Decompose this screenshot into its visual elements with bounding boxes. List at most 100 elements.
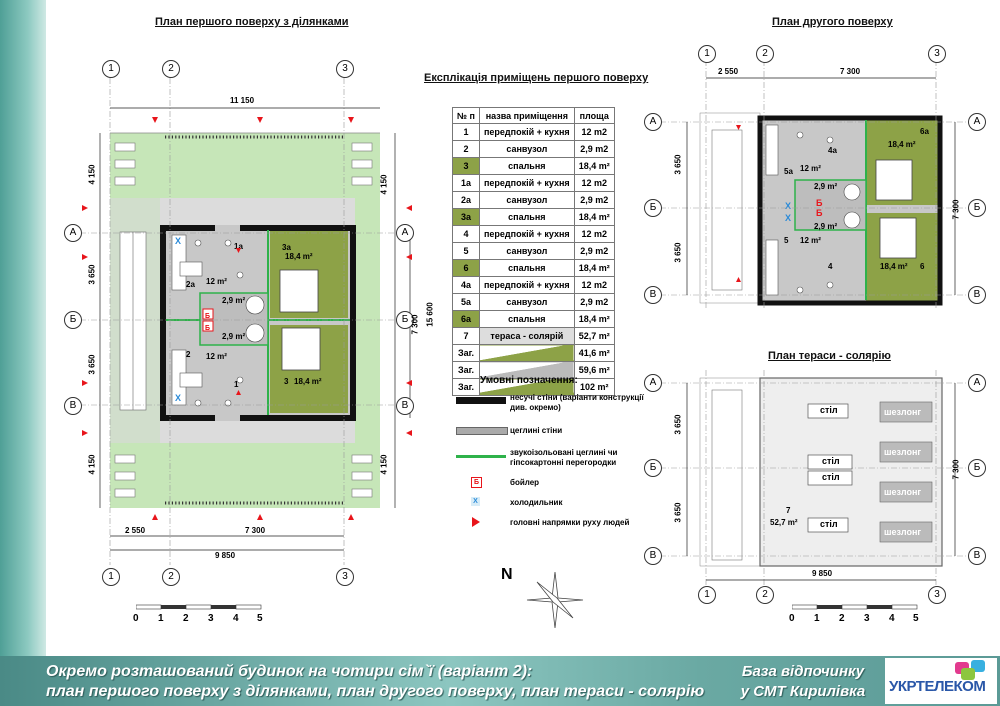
logo-text: УКРТЕЛЕКОМ bbox=[889, 678, 986, 695]
axis-3-bottom: 3 bbox=[336, 568, 354, 586]
p3-table-3: стіл bbox=[822, 472, 840, 482]
scale-bar-plan3 bbox=[792, 604, 918, 610]
p3-lounger-4: шезлонг bbox=[884, 527, 922, 537]
fridge-1: Х bbox=[175, 393, 181, 403]
cell: 102 m² bbox=[573, 378, 615, 396]
paving-top bbox=[160, 198, 355, 228]
p2-axis-B-right: Б bbox=[968, 199, 986, 217]
p2-room-5-area: 2,9 m² bbox=[814, 222, 838, 231]
p3-dim-9850: 9 850 bbox=[812, 569, 833, 578]
footer-place: База відпочинку у СМТ Кирилівка bbox=[728, 662, 878, 702]
p3-axis-2: 2 bbox=[756, 586, 774, 604]
legend-bearing: несучі стіни (варіанти конструкції див. … bbox=[510, 393, 644, 412]
axis-V-left: В bbox=[64, 397, 82, 415]
p2-axis-3: 3 bbox=[928, 45, 946, 63]
p3-axis-1: 1 bbox=[698, 586, 716, 604]
cell bbox=[478, 344, 575, 362]
p2-axis-B-left: Б bbox=[644, 199, 662, 217]
bed-6 bbox=[879, 217, 917, 259]
axis-V-right: В bbox=[396, 397, 414, 415]
legend-fridge-icon: Х bbox=[471, 497, 480, 506]
p3-lounger-1: шезлонг bbox=[884, 407, 922, 417]
legend-direction: головні напрямки руху людей bbox=[510, 518, 630, 527]
north-label: N bbox=[501, 566, 513, 583]
plan2-title: План другого поверху bbox=[772, 16, 893, 28]
p2-room-6a-area: 18,4 m² bbox=[888, 140, 916, 149]
bed-3a bbox=[279, 269, 319, 313]
terrace-tables bbox=[807, 403, 853, 533]
p2-axis-V-right: В bbox=[968, 286, 986, 304]
table-total-row: Заг. 102 m² bbox=[452, 378, 615, 396]
cell: 2,9 m2 bbox=[573, 140, 615, 158]
garden-right bbox=[355, 198, 380, 443]
p3-axis-A-left: А bbox=[644, 374, 662, 392]
p2-room-5: 5 bbox=[784, 236, 789, 245]
axis-3-top: 3 bbox=[336, 60, 354, 78]
legend-swatch-partition bbox=[456, 455, 506, 458]
p3-table-2: стіл bbox=[822, 456, 840, 466]
axis-1-top: 1 bbox=[102, 60, 120, 78]
p3-table-4: стіл bbox=[820, 519, 838, 529]
scale-3: 3 bbox=[864, 613, 870, 624]
p2-axis-1: 1 bbox=[698, 45, 716, 63]
scale-0: 0 bbox=[789, 613, 795, 624]
dim-9850: 9 850 bbox=[215, 551, 236, 560]
plan3-title: План тераси - солярію bbox=[768, 350, 891, 362]
boiler-1a: Б bbox=[205, 313, 210, 320]
bed-3 bbox=[281, 327, 321, 371]
bearing-walls bbox=[160, 225, 356, 421]
scale-bar-plan1 bbox=[136, 604, 262, 610]
axis-B-left: Б bbox=[64, 311, 82, 329]
cell: 3а bbox=[452, 208, 480, 226]
cell: 3 bbox=[452, 157, 480, 175]
p3-axis-V-left: В bbox=[644, 547, 662, 565]
footer-right1: База відпочинку bbox=[741, 663, 865, 680]
legend-boiler: бойлер bbox=[510, 478, 540, 487]
room-2a-area: 2,9 m² bbox=[222, 296, 246, 305]
explication-title: Експлікація приміщень першого поверху bbox=[424, 72, 649, 84]
p3-axis-B-right: Б bbox=[968, 459, 986, 477]
axis-B-right: Б bbox=[396, 311, 414, 329]
legend-arrow-icon bbox=[472, 517, 480, 527]
room-2-area: 2,9 m² bbox=[222, 332, 246, 341]
p3-lounger-2: шезлонг bbox=[884, 447, 922, 457]
room-2a-num: 2а bbox=[186, 280, 195, 289]
legend-boiler-icon: Б bbox=[471, 477, 482, 488]
left-decor-strip bbox=[0, 0, 46, 706]
dim-11150: 11 150 bbox=[230, 96, 255, 105]
kitchen-furniture-1 bbox=[171, 234, 244, 407]
axis-lines-plan1 bbox=[80, 78, 405, 565]
room-1-area: 12 m² bbox=[206, 352, 227, 361]
plan2-stairs bbox=[711, 129, 743, 291]
footer-right2: у СМТ Кирилівка bbox=[740, 683, 866, 700]
p3-lounger-3: шезлонг bbox=[884, 487, 922, 497]
room-3-area: 18,4 m² bbox=[294, 377, 322, 386]
p2-room-5a: 5а bbox=[784, 167, 793, 176]
legend-brick: цеглині стіни bbox=[510, 426, 563, 435]
p2-room-6a: 6а bbox=[920, 127, 929, 136]
p2-room-5a-area: 2,9 m² bbox=[814, 182, 838, 191]
scale-5: 5 bbox=[913, 613, 919, 624]
stairs-left bbox=[119, 231, 147, 411]
p2-axis-A-right: А bbox=[968, 113, 986, 131]
table-total-row: Заг.41,6 m² bbox=[452, 344, 615, 362]
benches bbox=[114, 142, 373, 498]
scale-2: 2 bbox=[183, 613, 189, 624]
cell bbox=[478, 361, 575, 379]
cell: Заг. bbox=[452, 378, 480, 396]
boiler-1: Б bbox=[205, 325, 210, 332]
loungers bbox=[879, 401, 933, 543]
room-1a-area: 12 m² bbox=[206, 277, 227, 286]
p2-room-4a-area: 12 m² bbox=[800, 164, 821, 173]
room-3-num: 3 bbox=[284, 377, 289, 386]
